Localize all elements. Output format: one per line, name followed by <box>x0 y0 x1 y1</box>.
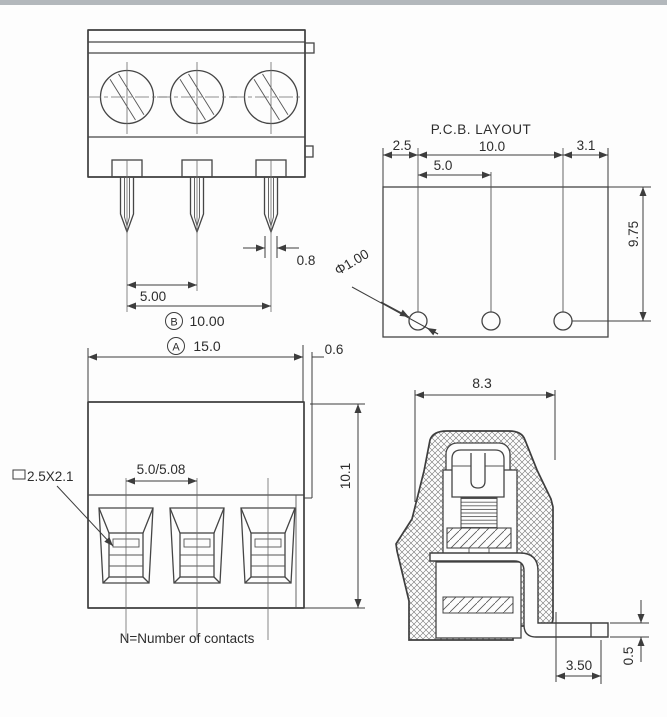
dim-body-height-label: 10.1 <box>338 463 353 489</box>
ref-circle-a <box>167 337 185 355</box>
dim-body-width-label: 15.0 <box>193 338 220 354</box>
dimension-body-height: 10.1 <box>304 403 365 609</box>
square-symbol-icon <box>12 469 26 480</box>
dimension-opening-size: 2.5X2.1 <box>12 469 114 547</box>
dim-edge-right-label: 3.1 <box>577 138 596 153</box>
dimension-total-pitch: B 10.00 <box>127 302 271 330</box>
dim-pin-offset-label: 3.50 <box>566 658 592 673</box>
dim-edge-left-label: 2.5 <box>393 138 412 153</box>
dim-span-label: 10.0 <box>479 139 505 154</box>
screw-slot <box>470 453 486 489</box>
dimension-flange-offset: 0.6 <box>289 342 344 499</box>
pcb-hole <box>553 311 573 331</box>
dim-section-width-label: 8.3 <box>472 375 492 391</box>
screw-head <box>157 62 237 134</box>
screw-head <box>231 62 303 134</box>
dim-half-span-label: 5.0 <box>434 158 453 173</box>
pcb-hole <box>481 311 501 331</box>
dim-pin-thickness-label: 0.5 <box>621 647 636 666</box>
dim-depth-label: 9.75 <box>626 221 641 247</box>
dimension-pin-thickness: 0.5 <box>610 600 649 665</box>
dimension-pin-offset: 3.50 <box>555 612 602 684</box>
top-view: 0.8 5.00 B 10.00 A 15.0 <box>87 29 344 499</box>
dim-hole-diameter-label: Φ1.00 <box>332 246 371 278</box>
wire-floor <box>442 596 514 614</box>
ref-a-label: A <box>172 342 180 354</box>
front-view: 5.0/5.08 2.5X2.1 10.1 N=Number of contac… <box>12 401 365 646</box>
mounting-tab <box>304 145 314 158</box>
pcb-layout-title: P.C.B. LAYOUT <box>431 122 532 137</box>
dim-flange-offset-label: 0.6 <box>325 342 344 357</box>
dimension-half-span: 5.0 <box>418 158 491 179</box>
dim-opening-size-label: 2.5X2.1 <box>27 469 74 484</box>
contacts-note: N=Number of contacts <box>120 631 255 646</box>
scan-edge-band <box>0 0 667 5</box>
pcb-hole <box>408 311 428 331</box>
dimension-edge-left: 2.5 <box>383 138 418 159</box>
mounting-tab <box>304 42 315 54</box>
dimension-body-width: A 15.0 <box>87 337 304 402</box>
dim-total-pitch-label: 10.00 <box>189 313 224 329</box>
section-view: 8.3 3.50 <box>395 375 649 684</box>
dim-pin-width-label: 0.8 <box>297 253 316 268</box>
pcb-layout-view: P.C.B. LAYOUT 2.5 10.0 3.1 5.0 <box>332 122 651 338</box>
dim-contact-pitch-label: 5.0/5.08 <box>137 462 186 477</box>
screw-thread <box>460 497 498 529</box>
dimension-pin-pitch: 5.00 <box>127 281 197 304</box>
solder-pins <box>111 159 287 312</box>
dim-pitch-label: 5.00 <box>140 289 166 304</box>
dimension-depth: 9.75 <box>572 186 651 322</box>
screw-head <box>87 62 167 134</box>
ref-b-label: B <box>170 317 177 329</box>
dimension-hole-span: 10.0 <box>418 139 563 159</box>
dimension-edge-right: 3.1 <box>563 138 608 159</box>
dimension-section-width: 8.3 <box>414 375 556 502</box>
dimension-contact-pitch: 5.0/5.08 <box>126 462 197 485</box>
ref-circle-b <box>165 312 183 330</box>
clamp-block <box>446 527 512 549</box>
dimension-pin-width: 0.8 <box>243 236 315 268</box>
contact-strip <box>429 552 609 638</box>
